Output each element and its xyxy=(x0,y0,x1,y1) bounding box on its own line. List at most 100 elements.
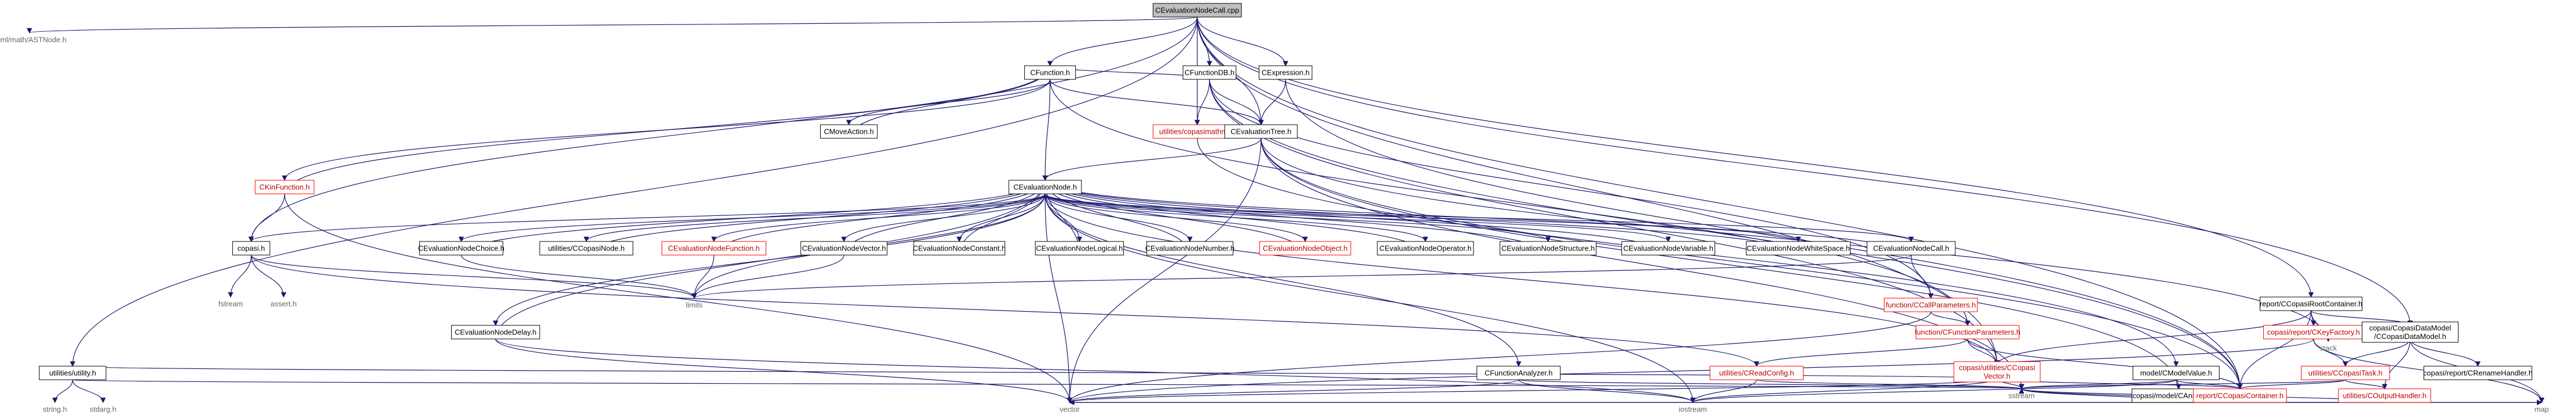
edge-cfunctiondb-to-cevaltree xyxy=(1209,79,1264,126)
edge-cevaltree-to-cannotation xyxy=(1261,138,2182,390)
node-label-ncall: CEvaluationNodeCall.h xyxy=(1873,244,1949,253)
node-box-ccopasinode xyxy=(539,241,634,256)
node-nobject[interactable]: CEvaluationNodeObject.h xyxy=(1259,241,1351,256)
node-reportcontainer[interactable]: report/CCopasiContainer.h xyxy=(2193,388,2287,403)
edge-root-to-cexpression xyxy=(1196,16,1288,67)
node-label-coutputhandler: utilities/COutputHandler.h xyxy=(2343,392,2426,400)
edge-utility-to-sstream xyxy=(72,379,2022,390)
node-box-datamodel xyxy=(2362,321,2459,343)
edge-datamodel-to-ccopasitask xyxy=(2342,338,2411,367)
node-label-nwhitespace: CEvaluationNodeWhiteSpace.h xyxy=(1747,244,1850,253)
edge-cfunction-to-cevalnode xyxy=(1042,79,1051,181)
node-box-nvector xyxy=(800,241,888,256)
node-box-nconstant xyxy=(913,241,1005,256)
node-nfunction[interactable]: CEvaluationNodeFunction.h xyxy=(661,241,766,256)
edge-ckinfunction-to-cfunction xyxy=(284,65,1053,194)
node-datamodel[interactable]: copasi/CopasiDataModel/CCopasiDataModel.… xyxy=(2362,321,2459,343)
node-astnode: sbml/math/ASTNode.h xyxy=(0,36,66,44)
node-ckinfunction[interactable]: CKinFunction.h xyxy=(254,180,315,194)
node-label-cmodelvalue: model/CModelValue.h xyxy=(2140,369,2212,377)
edge-cfanalyzer-to-vector xyxy=(1067,379,1519,404)
node-noperator[interactable]: CEvaluationNodeOperator.h xyxy=(1377,241,1474,256)
node-label-cmoveaction: CMoveAction.h xyxy=(824,128,874,136)
node-cevaltree[interactable]: CEvaluationTree.h xyxy=(1224,124,1298,139)
node-choice[interactable]: CEvaluationNodeChoice.h xyxy=(418,241,504,256)
edge-cmoveaction-to-cfunction xyxy=(848,65,1053,139)
edge-cevalnode-to-copasi_h xyxy=(248,193,1046,243)
node-reportroot[interactable]: report/CCopasiRootContainer.h xyxy=(2260,296,2362,311)
node-cfanalyzer[interactable]: CFunctionAnalyzer.h xyxy=(1476,366,1561,380)
node-nstructure[interactable]: CEvaluationNodeStructure.h xyxy=(1499,241,1597,256)
node-nconstant[interactable]: CEvaluationNodeConstant.h xyxy=(913,241,1006,256)
node-box-ckeyfactory xyxy=(2263,325,2364,340)
edge-cmodelvalue-to-sstream xyxy=(2019,379,2177,390)
node-nlogical[interactable]: CEvaluationNodeLogical.h xyxy=(1035,241,1124,256)
node-nvector[interactable]: CEvaluationNodeVector.h xyxy=(800,241,888,256)
edge-cfanalyzer-to-sstream xyxy=(1518,379,2024,390)
node-coutputhandler[interactable]: utilities/COutputHandler.h xyxy=(2338,388,2431,403)
node-nvariable[interactable]: CEvaluationNodeVariable.h xyxy=(1621,241,1716,256)
node-utility[interactable]: utilities/utility.h xyxy=(39,366,107,380)
node-label-limits: limits xyxy=(686,301,703,309)
edge-utility-to-stdarg xyxy=(72,379,106,404)
node-label-cfunction: CFunction.h xyxy=(1030,69,1070,77)
node-cexpression[interactable]: CExpression.h xyxy=(1258,65,1313,80)
node-box-choice xyxy=(419,241,503,256)
node-nnumber[interactable]: CEvaluationNodeNumber.h xyxy=(1145,241,1235,256)
edge-cfunctiondb-to-copasimathml xyxy=(1194,79,1210,126)
node-crenamehandler[interactable]: copasi/report/CRenameHandler.h xyxy=(2423,366,2532,380)
node-ccopasinode[interactable]: utilities/CCopasiNode.h xyxy=(539,241,634,256)
node-copasi_h[interactable]: copasi.h xyxy=(232,241,270,256)
edge-ndelay-to-vector xyxy=(495,338,1072,404)
node-cevalnode[interactable]: CEvaluationNode.h xyxy=(1008,180,1082,194)
node-box-cfunctiondb xyxy=(1182,65,1237,80)
edge-cexpression-to-cevaltree xyxy=(1258,79,1286,126)
edge-ckinfunction-to-copasi_h xyxy=(248,193,285,243)
node-box-nstructure xyxy=(1499,241,1597,256)
node-root[interactable]: CEvaluationNodeCall.cpp xyxy=(1152,3,1242,18)
node-nwhitespace[interactable]: CEvaluationNodeWhiteSpace.h xyxy=(1746,241,1851,256)
node-creadconfig[interactable]: utilities/CReadConfig.h xyxy=(1709,366,1804,380)
node-box-nnumber xyxy=(1146,241,1234,256)
edge-reportroot-to-cvector xyxy=(1994,310,2312,366)
node-ccopasitask[interactable]: utilities/CCopasiTask.h xyxy=(2301,366,2390,380)
edge-copasi_h-to-limits xyxy=(251,254,697,299)
node-label-noperator: CEvaluationNodeOperator.h xyxy=(1380,244,1472,253)
node-stdarg: stdarg.h xyxy=(90,405,116,414)
node-label-ndelay: CEvaluationNodeDelay.h xyxy=(455,328,536,337)
edge-nvector-to-limits xyxy=(691,254,844,299)
node-cmoveaction[interactable]: CMoveAction.h xyxy=(820,124,878,139)
node-label-ccopasinode: utilities/CCopasiNode.h xyxy=(548,244,625,253)
edge-ckeyfactory-to-vector xyxy=(1067,338,2314,404)
edge-cevalnode-to-vector xyxy=(1045,193,1073,404)
node-cfuncparams[interactable]: function/CFunctionParameters.h xyxy=(1915,325,2021,340)
node-sstream: sstream xyxy=(2009,392,2035,400)
node-box-nlogical xyxy=(1035,241,1124,256)
node-cmodelvalue[interactable]: model/CModelValue.h xyxy=(2132,366,2220,380)
node-label-reportcontainer: report/CCopasiContainer.h xyxy=(2196,392,2284,400)
node-label-fstream: fstream xyxy=(218,300,243,308)
edge-cfunctiondb-to-ccallparams xyxy=(1209,79,1934,299)
edge-ckeyfactory-to-ccopasitask xyxy=(2313,338,2348,367)
edge-root-to-cfunction xyxy=(1047,16,1198,67)
edge-root-to-copasi_h xyxy=(248,16,1198,243)
node-box-cexpression xyxy=(1258,65,1313,80)
edge-datamodel-to-coutputhandler xyxy=(2382,338,2411,390)
node-box-ndelay xyxy=(451,325,540,340)
node-label-copasi_h: copasi.h xyxy=(237,244,265,253)
node-ckeyfactory[interactable]: copasi/report/CKeyFactory.h xyxy=(2263,325,2364,340)
node-ccallparams[interactable]: function/CCallParameters.h xyxy=(1883,298,1978,312)
node-cfunction[interactable]: CFunction.h xyxy=(1024,65,1076,80)
node-ndelay[interactable]: CEvaluationNodeDelay.h xyxy=(451,325,540,340)
node-box-nfunction xyxy=(661,241,766,256)
node-label-string_h: string.h xyxy=(43,405,67,414)
node-box-ccopasitask xyxy=(2301,366,2390,380)
node-label-creadconfig: utilities/CReadConfig.h xyxy=(1719,369,1794,377)
node-cfunctiondb[interactable]: CFunctionDB.h xyxy=(1182,65,1237,80)
edge-cevalnode-to-cfanalyzer xyxy=(1045,193,1522,367)
node-box-nwhitespace xyxy=(1746,241,1851,256)
node-ncall[interactable]: CEvaluationNodeCall.h xyxy=(1866,241,1956,256)
node-limits: limits xyxy=(686,301,703,309)
